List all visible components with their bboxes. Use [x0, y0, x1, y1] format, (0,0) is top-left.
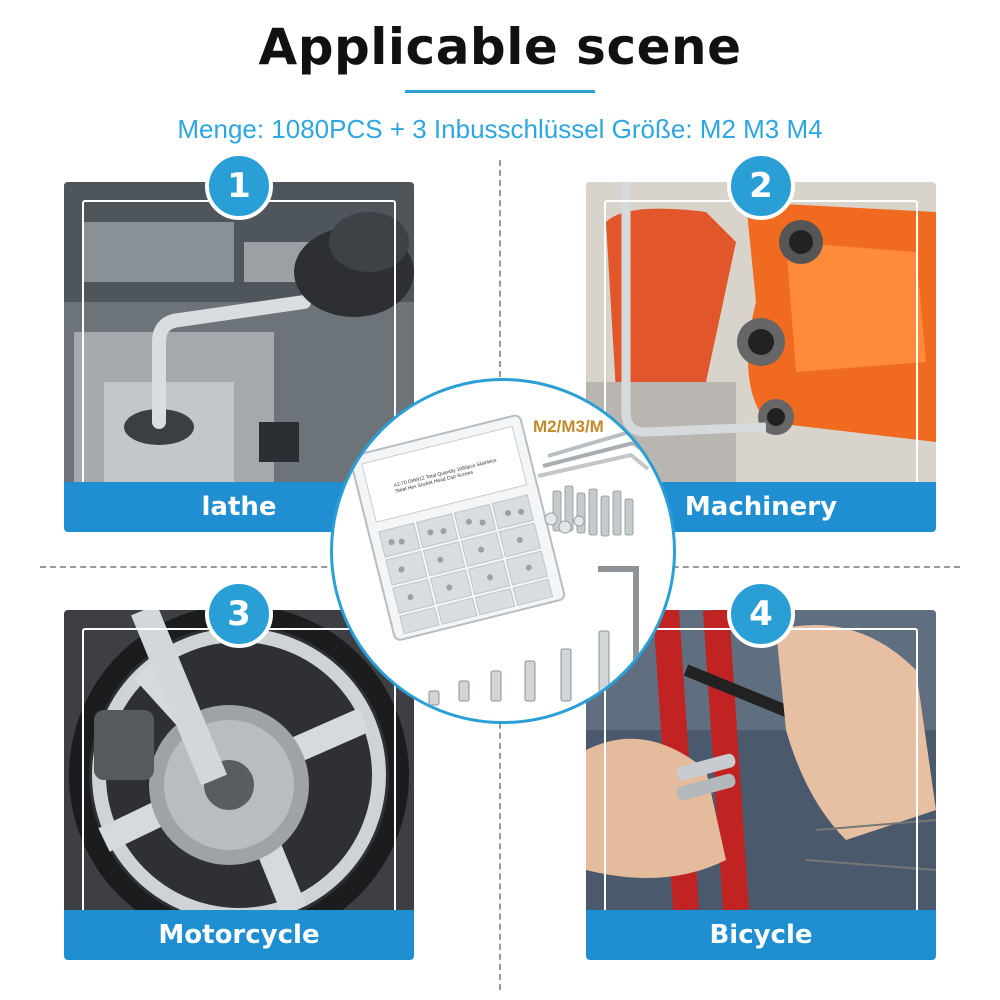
screw-kit-product-image [349, 414, 653, 706]
scene-number-badge-1: 1 [205, 152, 273, 220]
page-title: Applicable scene [258, 18, 742, 76]
label-bar [586, 910, 936, 960]
product-circle: A2-70 DIN912 Total Quantity 1080pcs Stai… [330, 378, 676, 724]
scene-card-bicycle: Bicycle [586, 610, 936, 960]
scene-number-badge-4: 4 [727, 580, 795, 648]
scene-label-motorcycle: Motorcycle [158, 920, 320, 950]
bicycle-photo [586, 610, 936, 910]
scene-label-bicycle: Bicycle [709, 920, 813, 950]
lathe-photo [64, 182, 414, 482]
title-underline [405, 90, 595, 93]
scene-card-lathe: lathe [64, 182, 414, 532]
scene-label-machinery: Machinery [684, 492, 838, 522]
scene-number-badge-2: 2 [727, 152, 795, 220]
machinery-photo [586, 182, 936, 482]
scene-number-badge-3: 3 [205, 580, 273, 648]
size-label: M2/M3/M [533, 417, 604, 436]
page-subtitle: Menge: 1080PCS + 3 Inbusschlüssel Größe:… [177, 114, 823, 144]
scene-label-lathe: lathe [201, 492, 277, 522]
label-bar [64, 910, 414, 960]
